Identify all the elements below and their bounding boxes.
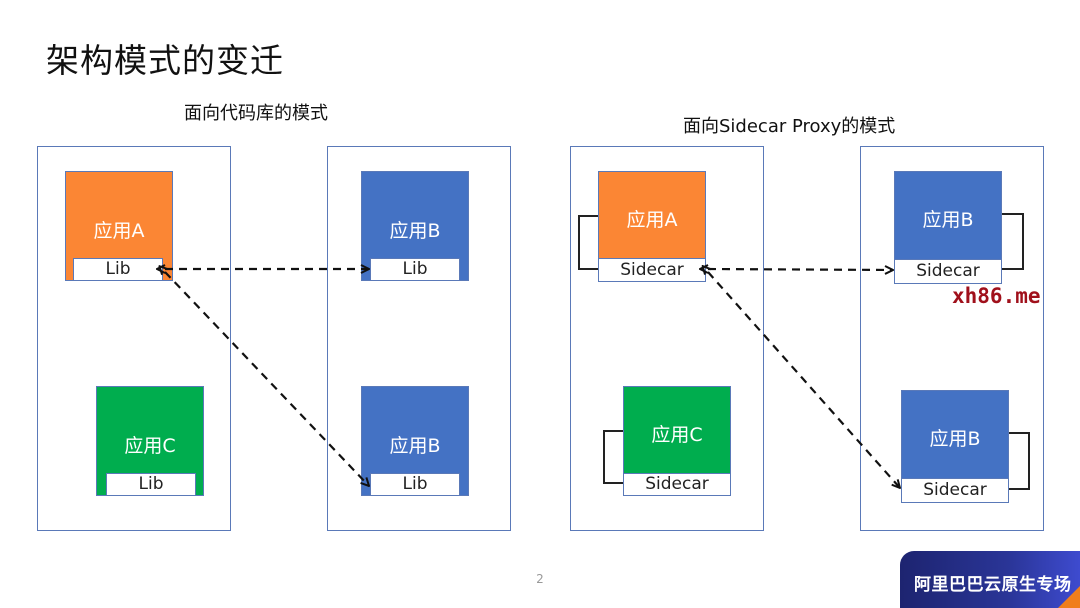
sidecar-link-bracket xyxy=(578,215,600,270)
sidecar-link-bracket xyxy=(1008,432,1030,490)
slide-title: 架构模式的变迁 xyxy=(46,41,284,80)
right-app-c-sidecar: Sidecar xyxy=(623,473,731,496)
brand-label: 阿里巴巴云原生专场 xyxy=(914,575,1072,595)
right-app-b-top: 应用B xyxy=(894,171,1002,260)
right-app-b-top-sidecar: Sidecar xyxy=(894,259,1002,284)
watermark-text: xh86.me xyxy=(952,284,1041,308)
right-app-b-bottom: 应用B xyxy=(901,390,1009,479)
page-number: 2 xyxy=(536,572,544,586)
app-label: 应用C xyxy=(124,435,176,457)
right-diagram-title: 面向Sidecar Proxy的模式 xyxy=(683,116,896,137)
app-label: 应用A xyxy=(626,209,678,231)
brand-corner-accent xyxy=(1058,586,1080,608)
right-app-c: 应用C xyxy=(623,386,731,474)
app-label: 应用B xyxy=(929,428,981,450)
sidecar-link-bracket xyxy=(1001,213,1024,270)
brand-badge: 阿里巴巴云原生专场 xyxy=(900,551,1080,608)
left-diagram-title: 面向代码库的模式 xyxy=(184,103,328,124)
sidecar-link-bracket xyxy=(603,430,625,484)
app-label: 应用B xyxy=(389,220,441,242)
right-app-b-bottom-sidecar: Sidecar xyxy=(901,478,1009,503)
left-app-b-bottom-lib: Lib xyxy=(370,473,460,496)
app-label: 应用B xyxy=(922,209,974,231)
right-app-a: 应用A xyxy=(598,171,706,259)
app-label: 应用C xyxy=(651,424,703,446)
left-app-c-lib: Lib xyxy=(106,473,196,496)
app-label: 应用B xyxy=(389,435,441,457)
app-label: 应用A xyxy=(93,220,145,242)
right-app-a-sidecar: Sidecar xyxy=(598,258,706,282)
left-app-a-lib: Lib xyxy=(73,258,163,281)
left-app-b-top-lib: Lib xyxy=(370,258,460,281)
